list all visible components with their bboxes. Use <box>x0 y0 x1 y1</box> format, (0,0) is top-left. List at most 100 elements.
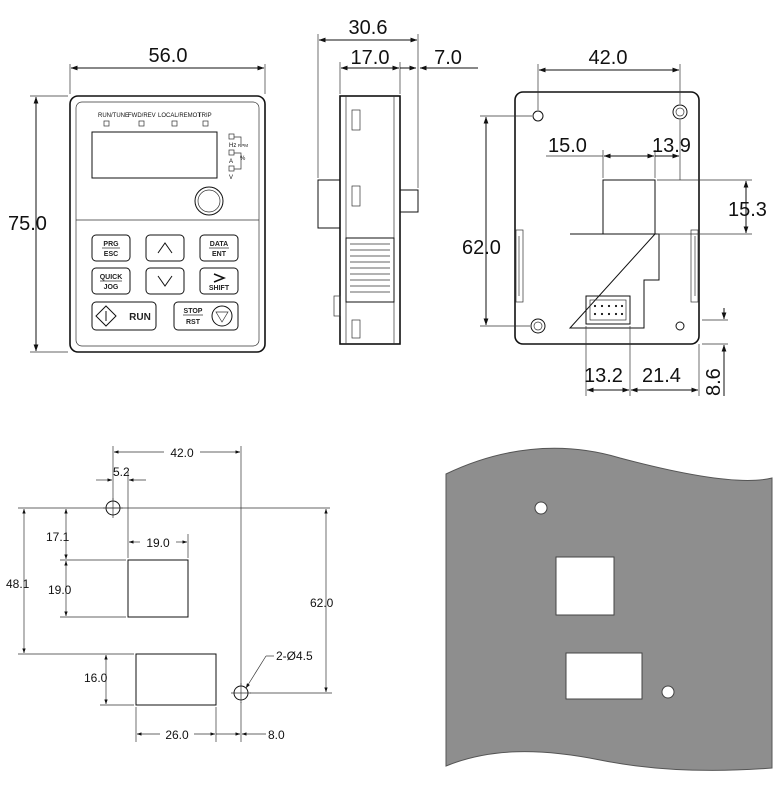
rear-hole-top-right-inner <box>675 107 685 117</box>
rear-clip-right <box>690 229 699 303</box>
led-label-run-tune: RUN/TUNE <box>98 113 129 119</box>
cutout-rectangle <box>135 653 217 706</box>
quick-jog-key <box>91 267 131 295</box>
side-rear-stub <box>399 189 419 213</box>
down-arrow-icon <box>157 275 173 287</box>
stop-rst-key <box>173 301 239 331</box>
led-label-fwd-rev: FWD/REV <box>128 113 156 119</box>
dim-body-17: 17.0 <box>351 47 390 69</box>
run-key <box>91 301 157 331</box>
cutout-dim-8: 8.0 <box>268 728 285 742</box>
unit-a-label: A <box>229 159 233 165</box>
keypad-face-outline <box>75 101 260 347</box>
unit-percent-label: % <box>240 156 246 162</box>
side-clip-bottom <box>351 319 361 339</box>
rear-window <box>602 179 656 235</box>
side-clip-top <box>351 109 361 131</box>
cutout-drawing: 42.0 5.2 17.1 19.0 19.0 48.1 16.0 62.0 <box>6 446 334 742</box>
quick-key-label: QUICK <box>100 274 123 281</box>
shift-arrow-icon <box>213 273 227 283</box>
unit-rpm-label: RPM <box>238 143 248 148</box>
run-diamond-icon <box>95 305 117 327</box>
rst-key-label: RST <box>186 319 201 326</box>
dim-height-75: 75.0 <box>8 213 47 235</box>
rear-view: 42.0 62.0 15.0 13.9 15.3 13.2 21.4 8. <box>462 47 767 396</box>
potentiometer-knob <box>194 186 224 216</box>
cutout-dim-171: 17.1 <box>46 530 70 544</box>
stop-key-label: STOP <box>184 308 203 315</box>
panel-illustration <box>445 447 773 771</box>
shift-key <box>199 267 239 295</box>
up-arrow-icon <box>157 242 173 254</box>
up-key <box>145 234 185 262</box>
cutout-dim-481: 48.1 <box>6 577 30 591</box>
dim-width-56: 56.0 <box>149 45 188 67</box>
panel-hole-top <box>534 501 548 515</box>
ent-key-label: ENT <box>212 251 227 258</box>
unit-v-label: V <box>229 175 233 181</box>
led-trip <box>202 120 209 127</box>
prg-key-label: PRG <box>103 241 119 248</box>
rear-clip-left <box>515 229 524 303</box>
stop-circle-icon <box>211 305 233 327</box>
rear-connector-inner <box>589 299 627 321</box>
shift-key-label: SHIFT <box>209 285 230 292</box>
dim-right-139: 13.9 <box>652 135 691 157</box>
unit-hz-label: Hz <box>229 143 236 149</box>
jog-key-label: JOG <box>104 284 119 291</box>
cutout-dim-16: 16.0 <box>84 671 108 685</box>
side-tab-bottom <box>333 295 341 317</box>
rear-body <box>514 91 700 345</box>
cutout-dim-hole: 2-Ø4.5 <box>276 649 313 663</box>
side-view: 30.6 17.0 7.0 <box>317 17 478 345</box>
cutout-dim-26: 26.0 <box>165 728 189 742</box>
dim-left-15: 15.0 <box>548 135 587 157</box>
dim-offset-7: 7.0 <box>434 47 462 69</box>
led-label-trip: TRIP <box>198 113 212 119</box>
side-front-projection <box>317 179 341 229</box>
ribbon-lines <box>350 243 390 293</box>
display-window <box>91 131 218 179</box>
rear-hole-bottom-right <box>675 321 685 331</box>
dim-hole-spacing-42: 42.0 <box>589 47 628 69</box>
led-fwd-rev <box>138 120 145 127</box>
cutout-square <box>127 559 189 618</box>
data-ent-key <box>199 234 239 262</box>
cutout-dim-19-height: 19.0 <box>48 583 72 597</box>
cutout-dim-52: 5.2 <box>113 465 130 479</box>
cutout-dim-19-width: 19.0 <box>146 536 170 550</box>
prg-esc-key <box>91 234 131 262</box>
dim-bottom-86: 8.6 <box>703 368 725 396</box>
panel-square-cutout <box>555 556 615 616</box>
run-key-label: RUN <box>129 312 151 323</box>
cutout-dim-62: 62.0 <box>310 596 334 610</box>
down-key <box>145 267 185 295</box>
side-clip-mid <box>351 185 361 207</box>
keypad-body-outline <box>69 95 266 353</box>
cutout-dim-42: 42.0 <box>170 446 194 460</box>
panel-hole-bottom <box>661 685 675 699</box>
led-run-tune <box>103 120 110 127</box>
unit-bracket <box>234 136 242 170</box>
side-ribbon-connector <box>345 237 395 303</box>
data-key-label: DATA <box>210 241 228 248</box>
rear-hole-top-left <box>532 110 544 122</box>
stop-triangle-icon <box>215 311 229 323</box>
esc-key-label: ESC <box>104 251 118 258</box>
led-label-local-remot: LOCAL/REMOT <box>158 113 201 119</box>
led-unit-hz <box>228 133 235 140</box>
panel-rect-cutout <box>565 652 643 700</box>
led-unit-a <box>228 149 235 156</box>
dim-conn-right-214: 21.4 <box>642 365 681 387</box>
front-view: RUN/TUNE FWD/REV LOCAL/REMOT TRIP Hz RPM… <box>8 45 266 353</box>
rear-connector-housing <box>585 295 631 325</box>
rear-hole-top-right <box>672 104 688 120</box>
rear-hole-bottom-left-inner <box>533 321 543 331</box>
rear-pcb-outline <box>568 233 660 329</box>
dim-conn-left-132: 13.2 <box>584 365 623 387</box>
rear-hole-bottom-left <box>530 318 546 334</box>
led-local-remot <box>171 120 178 127</box>
dim-height-62: 62.0 <box>462 237 501 259</box>
